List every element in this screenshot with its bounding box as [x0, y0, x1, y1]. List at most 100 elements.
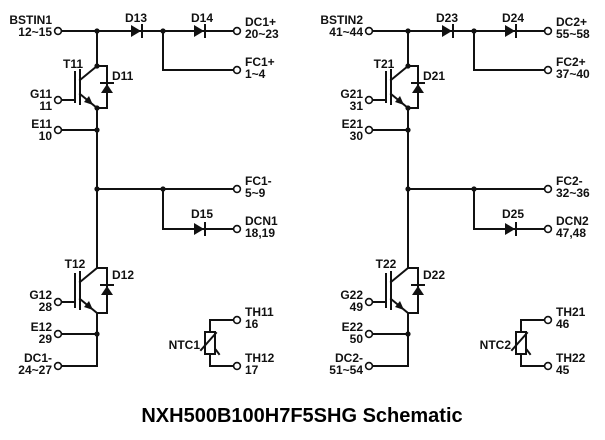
diode-triangle [131, 25, 141, 37]
fc-minus-label: FC1- [245, 174, 272, 188]
junction-dot [94, 127, 100, 133]
th-b-terminal [232, 361, 242, 371]
th-a-label: TH11 [245, 305, 274, 319]
emitter-arrow-icon [395, 96, 404, 105]
boost-diode-1 [131, 24, 143, 38]
fc-plus-terminal [543, 65, 553, 75]
diode-triangle [412, 286, 424, 295]
collector-lead [78, 266, 99, 284]
dc-plus-pins: 55~58 [556, 27, 590, 41]
junction-dot [94, 63, 100, 69]
low-side-igbt [74, 266, 99, 315]
emitter-arrow-icon [84, 301, 93, 310]
high-transistor-label: T21 [374, 57, 395, 71]
bstin-label: BSTIN1 [9, 13, 52, 27]
th-b-pins: 45 [556, 363, 570, 377]
emitter-arrow-icon [395, 301, 404, 310]
boost-diode-2-label: D14 [191, 11, 213, 25]
low-transistor-label: T22 [376, 257, 397, 271]
junction-dot [405, 186, 411, 192]
gate-low-label: G22 [340, 288, 363, 302]
emitter-arrow-icon [84, 96, 93, 105]
fc-minus-terminal [543, 184, 553, 194]
boost-diode-2 [505, 24, 517, 38]
low-side-freewheel-diode [411, 284, 425, 295]
diode-triangle [194, 25, 204, 37]
high-side-freewheel-diode [411, 82, 425, 93]
th-a-pins: 16 [245, 317, 259, 331]
diode-triangle [101, 84, 113, 93]
dc-plus-label: DC2+ [556, 15, 587, 29]
junction-dot [405, 105, 411, 111]
dcn-label: DCN1 [245, 214, 278, 228]
emitter-high-label: E21 [342, 117, 364, 131]
fc-minus-pins: 5~9 [245, 186, 266, 200]
fc-minus-label: FC2- [556, 174, 583, 188]
dcn-terminal [232, 224, 242, 234]
th-b-terminal [543, 361, 553, 371]
emitter-low-terminal [364, 329, 374, 339]
diode-triangle [194, 223, 204, 235]
ntc-wire-bottom [209, 353, 234, 367]
th-a-pins: 46 [556, 317, 570, 331]
dc-minus-pins: 51~54 [329, 363, 363, 377]
bstin-label: BSTIN2 [320, 13, 363, 27]
dcn-wire [473, 188, 545, 230]
junction-dot [94, 331, 100, 337]
thermistor-tail [214, 348, 221, 356]
thermistor-slash [510, 331, 529, 352]
dcn-wire [162, 188, 234, 230]
rail-bottom [372, 312, 409, 367]
emitter-low-pins: 50 [350, 332, 364, 346]
high-transistor-label: T11 [63, 57, 83, 71]
gate-low-pins: 49 [350, 300, 364, 314]
high-diode-label: D21 [423, 69, 445, 83]
emitter-low-pins: 29 [39, 332, 53, 346]
dc-minus-terminal [364, 361, 374, 371]
junction-dot [94, 105, 100, 111]
th-a-terminal [232, 315, 242, 325]
ntc-thermistor [199, 319, 234, 367]
high-side-igbt [385, 64, 410, 110]
clamp-diode [505, 222, 517, 236]
low-side-igbt [385, 266, 410, 315]
clamp-diode [194, 222, 206, 236]
gate-high-label: G21 [340, 87, 363, 101]
bstin-terminal [364, 26, 374, 36]
dc-plus-label: DC1+ [245, 15, 276, 29]
junction-dot [405, 331, 411, 337]
diode-triangle [101, 286, 113, 295]
gate-low-terminal [53, 297, 63, 307]
gate-low-terminal [364, 297, 374, 307]
junction-dot [405, 127, 411, 133]
gate-high-pins: 31 [350, 99, 364, 113]
boost-diode-1-label: D13 [125, 11, 147, 25]
dc-plus-terminal [232, 26, 242, 36]
boost-diode-1-label: D23 [436, 11, 458, 25]
th-a-terminal [543, 315, 553, 325]
thermistor-label: NTC2 [480, 338, 512, 352]
th-b-pins: 17 [245, 363, 259, 377]
ntc-wire-top [209, 319, 234, 333]
fc-plus-terminal [232, 65, 242, 75]
ntc-thermistor [510, 319, 545, 367]
bstin-pins: 41~44 [329, 25, 363, 39]
emitter-high-pins: 30 [350, 129, 364, 143]
emitter-low-label: E22 [342, 320, 364, 334]
fc-plus-label: FC2+ [556, 55, 586, 69]
ntc-wire-bottom [520, 353, 545, 367]
dc-plus-pins: 20~23 [245, 27, 279, 41]
fc-minus-terminal [232, 184, 242, 194]
fc-plus-wire [162, 30, 234, 71]
dcn-terminal [543, 224, 553, 234]
emitter-low-terminal [53, 329, 63, 339]
low-side-freewheel-diode [100, 284, 114, 295]
diode-triangle [505, 223, 515, 235]
th-b-label: TH12 [245, 351, 275, 365]
fc-minus-pins: 32~36 [556, 186, 590, 200]
dc-minus-label: DC1- [24, 351, 52, 365]
dcn-pins: 47,48 [556, 226, 586, 240]
diode-triangle [505, 25, 515, 37]
high-side-igbt [74, 64, 99, 110]
